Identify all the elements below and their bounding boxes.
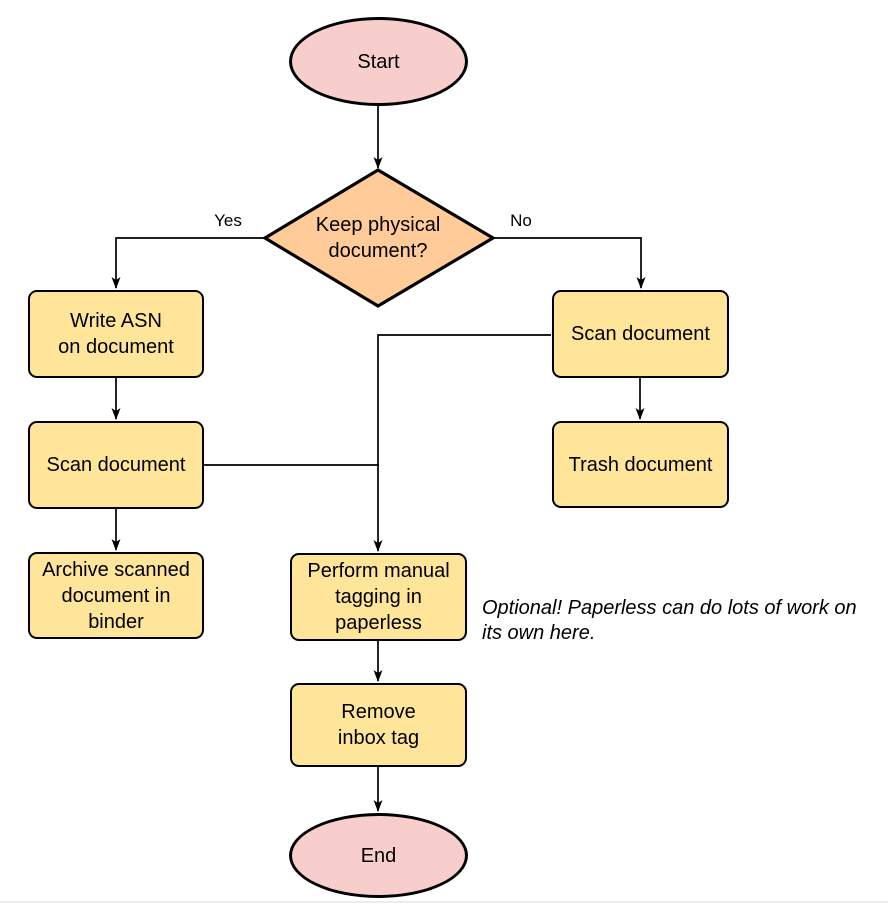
decision-node: Keep physical document? bbox=[315, 214, 441, 262]
process-trash-document: Trash document bbox=[552, 421, 729, 508]
connector-decision-no-to-scan-right bbox=[491, 237, 646, 289]
process-manual-tagging: Perform manual tagging in paperless bbox=[290, 553, 467, 641]
end-node: End bbox=[289, 813, 468, 898]
edge-label-yes: Yes bbox=[214, 211, 242, 230]
bottom-divider bbox=[0, 901, 888, 903]
optional-note: Optional! Paperless can do lots of work … bbox=[482, 597, 857, 644]
edge-label-no: No bbox=[510, 211, 532, 230]
process-scan-document-right: Scan document bbox=[552, 290, 729, 378]
start-node: Start bbox=[289, 17, 468, 106]
process-archive-scanned: Archive scanned document in binder bbox=[28, 552, 204, 639]
decision-node-shape bbox=[261, 168, 497, 308]
process-write-asn: Write ASN on document bbox=[28, 290, 204, 378]
connector-scan-right-to-tagging bbox=[373, 334, 551, 552]
process-scan-document-left: Scan document bbox=[28, 421, 204, 509]
process-remove-inbox-tag: Remove inbox tag bbox=[290, 683, 467, 767]
connector-decision-yes-to-write-asn bbox=[111, 237, 267, 289]
